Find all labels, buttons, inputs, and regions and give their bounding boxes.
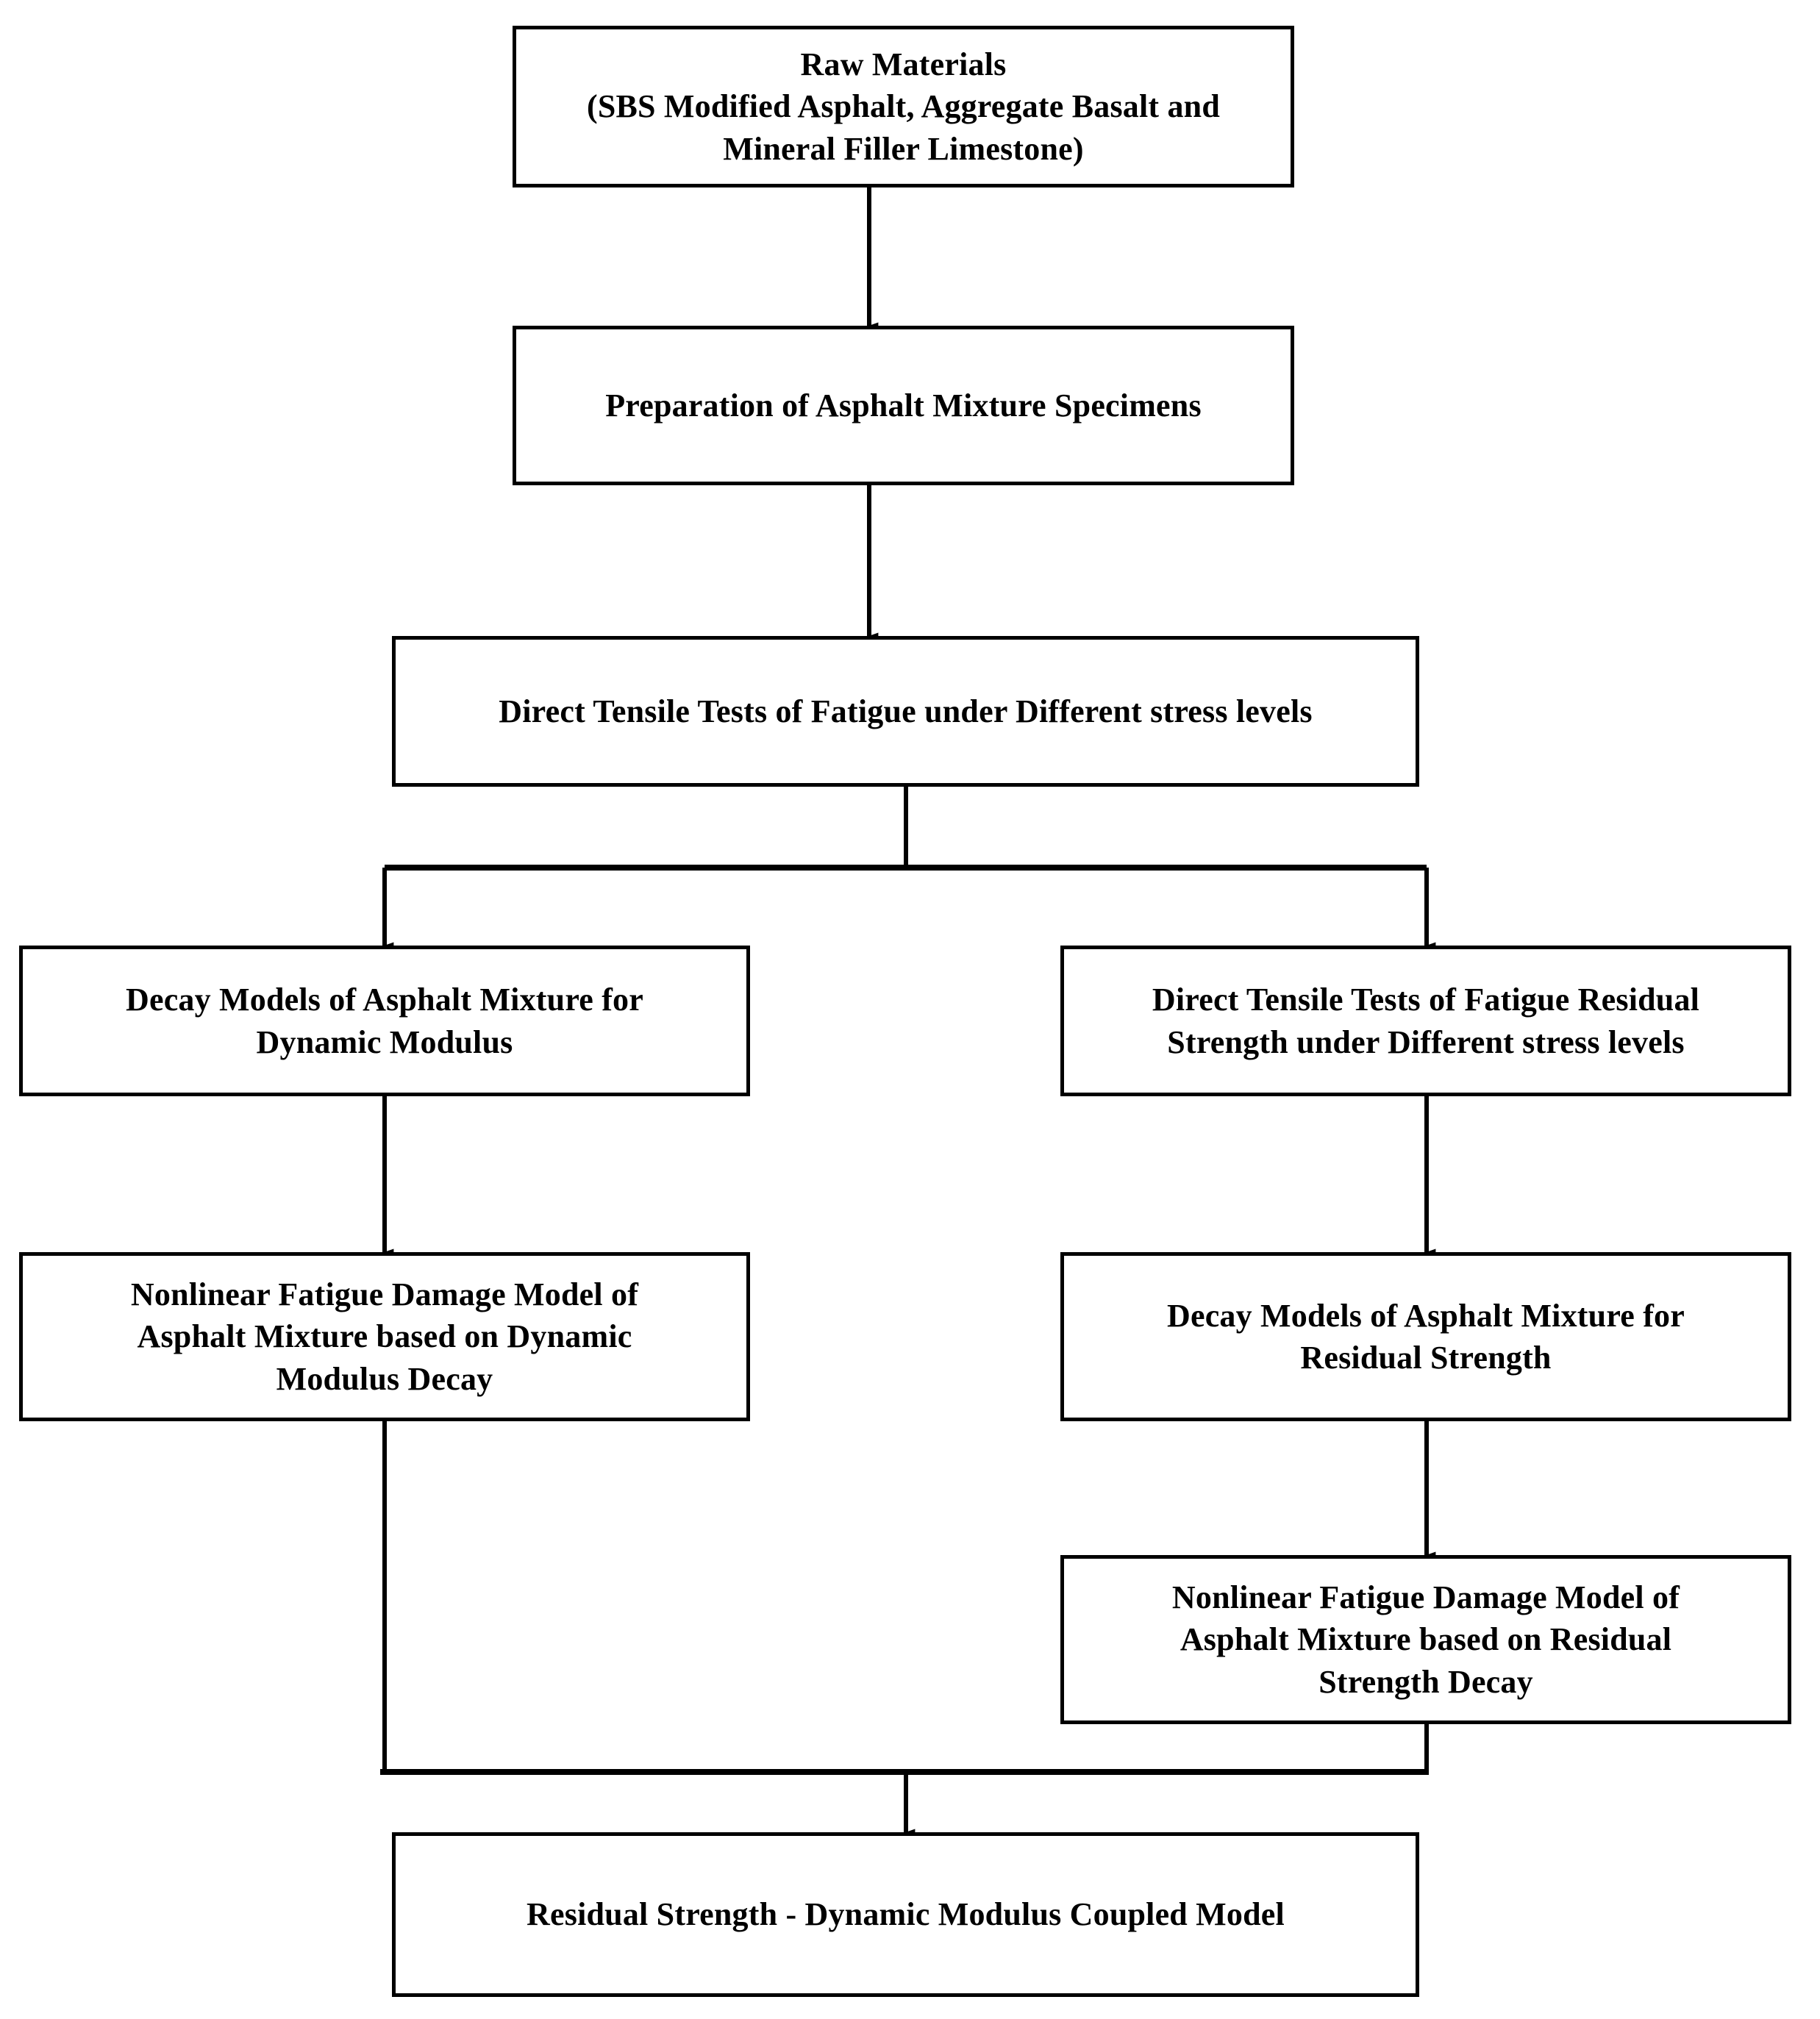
node-decay-dynamic-modulus[interactable]: Decay Models of Asphalt Mixture for Dyna… xyxy=(19,946,750,1096)
node-coupled-model[interactable]: Residual Strength - Dynamic Modulus Coup… xyxy=(392,1832,1419,1997)
node-nonlinear-damage-dynamic-modulus-label: Nonlinear Fatigue Damage Model of Asphal… xyxy=(130,1276,639,1397)
node-preparation-specimens-label: Preparation of Asphalt Mixture Specimens xyxy=(605,387,1202,424)
node-direct-tensile-residual-strength-label: Direct Tensile Tests of Fatigue Residual… xyxy=(1152,982,1700,1060)
node-decay-residual-strength-label: Decay Models of Asphalt Mixture for Resi… xyxy=(1167,1297,1685,1376)
node-nonlinear-damage-residual-strength[interactable]: Nonlinear Fatigue Damage Model of Asphal… xyxy=(1060,1555,1791,1724)
node-direct-tensile-residual-strength[interactable]: Direct Tensile Tests of Fatigue Residual… xyxy=(1060,946,1791,1096)
node-nonlinear-damage-residual-strength-label: Nonlinear Fatigue Damage Model of Asphal… xyxy=(1171,1579,1680,1700)
node-decay-residual-strength[interactable]: Decay Models of Asphalt Mixture for Resi… xyxy=(1060,1252,1791,1421)
node-raw-materials-label: Raw Materials (SBS Modified Asphalt, Agg… xyxy=(586,46,1220,167)
node-direct-tensile-fatigue[interactable]: Direct Tensile Tests of Fatigue under Di… xyxy=(392,636,1419,787)
node-decay-dynamic-modulus-label: Decay Models of Asphalt Mixture for Dyna… xyxy=(126,982,643,1060)
edge-split-stem xyxy=(385,787,1427,871)
node-nonlinear-damage-dynamic-modulus[interactable]: Nonlinear Fatigue Damage Model of Asphal… xyxy=(19,1252,750,1421)
node-direct-tensile-fatigue-label: Direct Tensile Tests of Fatigue under Di… xyxy=(499,693,1313,729)
node-raw-materials[interactable]: Raw Materials (SBS Modified Asphalt, Agg… xyxy=(513,26,1294,187)
node-preparation-specimens[interactable]: Preparation of Asphalt Mixture Specimens xyxy=(513,326,1294,485)
node-coupled-model-label: Residual Strength - Dynamic Modulus Coup… xyxy=(527,1896,1285,1933)
